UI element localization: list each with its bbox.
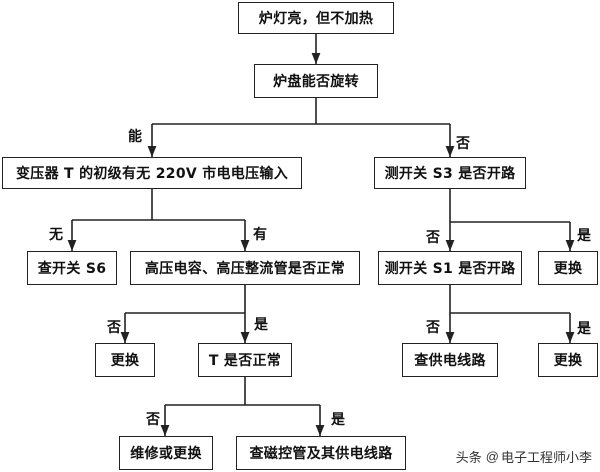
edge-label-s3-no: 否 — [426, 230, 440, 246]
node-lamp-on-no-heat: 炉灯亮，但不加热 — [238, 2, 394, 34]
node-turntable-rotates: 炉盘能否旋转 — [254, 64, 378, 98]
edge-label-s1-yes: 是 — [577, 321, 591, 337]
edge-label-t-no: 否 — [146, 412, 160, 428]
edge-label-yes-rotate: 能 — [128, 129, 142, 145]
edge-label-t-yes: 是 — [331, 412, 345, 428]
edge-label-hv-no: 否 — [107, 320, 121, 336]
edge-label-no-rotate: 否 — [456, 136, 470, 152]
watermark-author: 电子工程师小李 — [500, 450, 592, 465]
node-check-magnetron: 查磁控管及其供电线路 — [236, 436, 406, 470]
node-repair-or-replace: 维修或更换 — [119, 436, 213, 470]
node-check-supply-line: 查供电线路 — [402, 343, 498, 377]
node-test-switch-s1: 测开关 S1 是否开路 — [378, 251, 522, 285]
edge-label-s3-yes: 是 — [577, 228, 591, 244]
watermark: 头条 @ 电子工程师小李 — [456, 447, 592, 466]
edge-label-hv-yes: 是 — [254, 317, 268, 333]
node-replace-hv-parts: 更换 — [95, 343, 155, 377]
watermark-at: @ — [485, 449, 499, 464]
node-replace-s3: 更换 — [538, 251, 598, 285]
node-replace-s1: 更换 — [538, 343, 598, 377]
node-transformer-input: 变压器 T 的初级有无 220V 市电电压输入 — [2, 157, 302, 189]
node-transformer-ok: T 是否正常 — [198, 343, 292, 377]
edge-label-s1-no: 否 — [426, 320, 440, 336]
edge-label-no-voltage: 无 — [49, 227, 63, 243]
node-test-switch-s3: 测开关 S3 是否开路 — [374, 157, 526, 189]
watermark-source: 头条 — [455, 450, 482, 465]
node-check-switch-s6: 查开关 S6 — [27, 251, 117, 285]
edge-label-has-voltage: 有 — [253, 227, 267, 243]
node-hv-capacitor-rectifier: 高压电容、高压整流管是否正常 — [130, 251, 360, 285]
